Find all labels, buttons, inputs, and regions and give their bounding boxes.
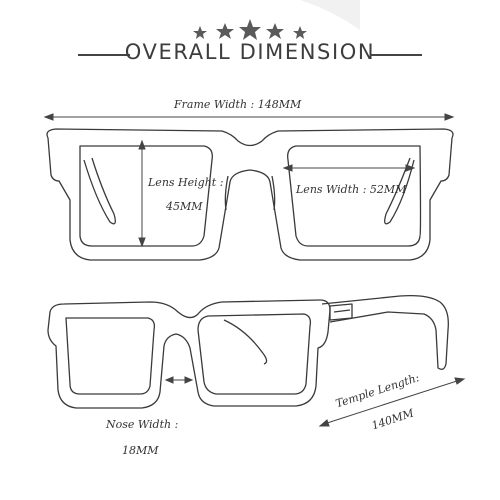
star-icon [293, 26, 307, 39]
angled-right-lens [197, 313, 312, 395]
lens-width-label: Lens Width : 52MM [296, 183, 407, 196]
title-rule-left [78, 54, 130, 56]
right-lens [287, 145, 422, 247]
nose-width-label: Nose Width : [106, 418, 179, 431]
star-icon [239, 19, 261, 40]
angled-view-glasses [47, 294, 449, 409]
inner-temple-line [223, 319, 268, 365]
lens-height-value: 45MM [166, 200, 203, 213]
lens-height-label: Lens Height : [148, 176, 224, 189]
hinge-plate [329, 303, 353, 321]
left-nose-pad [224, 175, 229, 211]
lens-width-arrow [282, 164, 416, 172]
right-temple-inner [384, 157, 415, 225]
star-icon [266, 23, 284, 39]
nose-width-value: 18MM [122, 444, 159, 457]
temple-length-arrow [318, 377, 466, 427]
angled-left-lens [65, 317, 156, 395]
star-icon [216, 23, 234, 39]
rating-stars [193, 19, 307, 40]
corner-swoosh [300, 0, 360, 30]
left-temple-inner [83, 157, 116, 225]
front-frame [46, 128, 454, 261]
frame-width-arrow [43, 113, 455, 121]
left-lens [79, 145, 213, 247]
nose-width-arrow [164, 376, 194, 384]
star-icon [193, 26, 207, 39]
angled-front-frame [47, 299, 331, 409]
hinge-line [333, 309, 351, 313]
lens-height-arrow [138, 139, 146, 248]
right-nose-pad [271, 175, 276, 211]
front-view-glasses [46, 128, 454, 261]
frame-width-label: Frame Width : 148MM [174, 98, 302, 111]
title-rule-right [370, 54, 422, 56]
temple-arm [321, 294, 449, 370]
page-title: OVERALL DIMENSION [124, 40, 376, 64]
